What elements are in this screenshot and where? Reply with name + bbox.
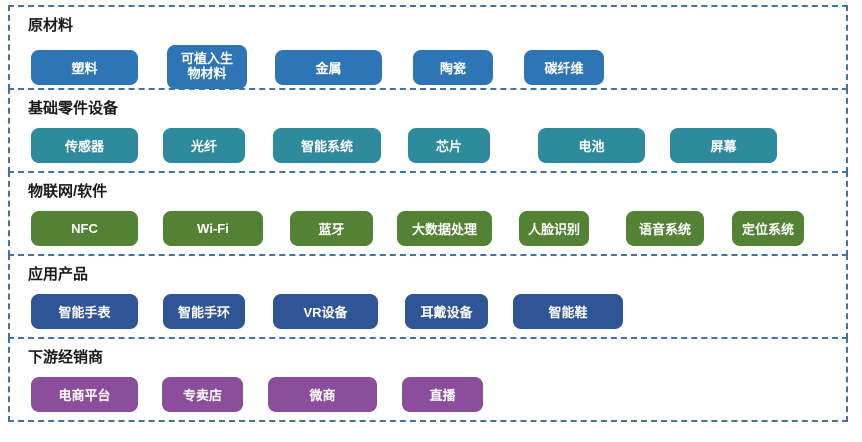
- item-button: 智能鞋: [513, 294, 623, 329]
- item-button: 光纤: [163, 128, 245, 163]
- item-button: 金属: [275, 49, 382, 85]
- item-button: 智能手表: [31, 294, 138, 329]
- item-button: 碳纤维: [524, 49, 604, 85]
- button-row: 智能手表 智能手环 VR设备 耳戴设备 智能鞋: [10, 294, 846, 329]
- item-button: 电池: [538, 128, 645, 163]
- item-button: 屏幕: [670, 128, 777, 163]
- item-button: 蓝牙: [290, 211, 373, 246]
- section-components: 基础零件设备 传感器 光纤 智能系统 芯片 电池 屏幕: [8, 88, 848, 173]
- item-button: 智能手环: [163, 294, 245, 329]
- item-button: 直播: [402, 377, 483, 412]
- item-button: 电商平台: [31, 377, 138, 412]
- section-distributors: 下游经销商 电商平台 专卖店 微商 直播: [8, 337, 848, 422]
- item-button: 智能系统: [273, 128, 381, 163]
- item-button: 塑料: [31, 49, 138, 85]
- section-title: 物联网/软件: [28, 183, 108, 200]
- section-title: 原材料: [28, 17, 74, 34]
- item-button: 芯片: [408, 128, 490, 163]
- item-button: 大数据处理: [397, 211, 492, 246]
- item-button: 陶瓷: [413, 49, 493, 85]
- section-title: 应用产品: [28, 266, 89, 283]
- item-button: 语音系统: [626, 211, 704, 246]
- item-button: 可植入生物材料: [167, 45, 247, 89]
- item-button: Wi-Fi: [163, 211, 263, 246]
- section-title: 下游经销商: [28, 349, 104, 366]
- item-button: 耳戴设备: [405, 294, 488, 329]
- button-row: 传感器 光纤 智能系统 芯片 电池 屏幕: [10, 128, 846, 163]
- item-button: 专卖店: [162, 377, 243, 412]
- button-row: NFC Wi-Fi 蓝牙 大数据处理 人脸识别 语音系统 定位系统: [10, 211, 846, 246]
- section-iot-software: 物联网/软件 NFC Wi-Fi 蓝牙 大数据处理 人脸识别 语音系统 定位系统: [8, 171, 848, 256]
- item-button: 定位系统: [732, 211, 804, 246]
- section-raw-materials: 原材料 塑料 可植入生物材料 金属 陶瓷 碳纤维: [8, 5, 848, 90]
- supply-chain-diagram: 原材料 塑料 可植入生物材料 金属 陶瓷 碳纤维 基础零件设备 传感器 光纤 智…: [8, 5, 848, 422]
- item-button: 微商: [268, 377, 377, 412]
- item-button: 人脸识别: [519, 211, 589, 246]
- item-button: 传感器: [31, 128, 138, 163]
- item-button: NFC: [31, 211, 138, 246]
- button-row: 塑料 可植入生物材料 金属 陶瓷 碳纤维: [10, 45, 846, 89]
- section-products: 应用产品 智能手表 智能手环 VR设备 耳戴设备 智能鞋: [8, 254, 848, 339]
- item-button: VR设备: [273, 294, 378, 329]
- section-title: 基础零件设备: [28, 100, 119, 117]
- button-row: 电商平台 专卖店 微商 直播: [10, 377, 846, 412]
